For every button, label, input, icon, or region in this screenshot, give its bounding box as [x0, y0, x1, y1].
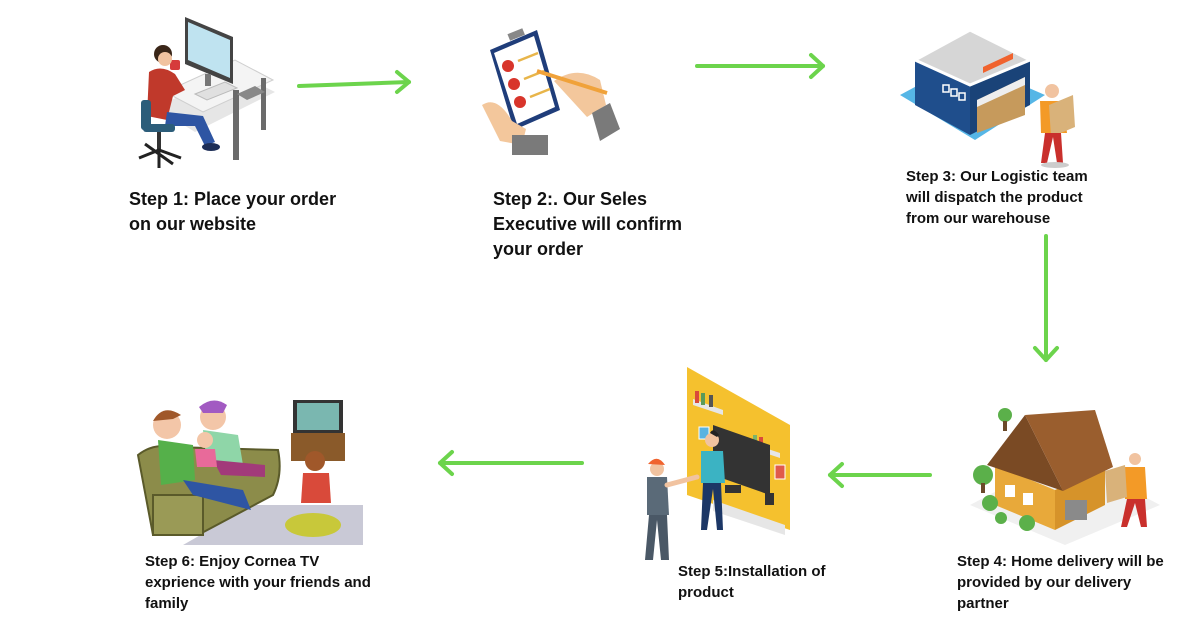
arrow-step1-to-step2 — [297, 70, 411, 94]
arrow-step5-to-step6 — [438, 450, 584, 476]
arrow-step2-to-step3 — [695, 53, 825, 79]
tv-installation-handshake-icon — [645, 367, 790, 560]
warehouse-courier-icon — [900, 28, 1075, 168]
clipboard-checklist-icon — [482, 28, 620, 155]
person-at-computer-icon — [138, 17, 275, 168]
step-3-label: Step 3: Our Logistic team will dispatch … — [906, 168, 1088, 227]
step-2-label: Step 2:. Our Seles Executive will confir… — [493, 189, 683, 259]
arrow-step4-to-step5 — [828, 462, 932, 488]
step-6-label: Step 6: Enjoy Cornea TV exprience with y… — [145, 553, 371, 612]
step-5-label: Step 5:Installation of product — [678, 563, 826, 601]
step-4-label: Step 4: Home delivery will be provided b… — [957, 553, 1164, 612]
step-1-label: Step 1: Place your order on our website — [129, 189, 337, 234]
arrow-step3-to-step4 — [1033, 234, 1059, 362]
house-delivery-icon — [970, 408, 1160, 545]
family-watching-tv-icon — [136, 400, 363, 545]
